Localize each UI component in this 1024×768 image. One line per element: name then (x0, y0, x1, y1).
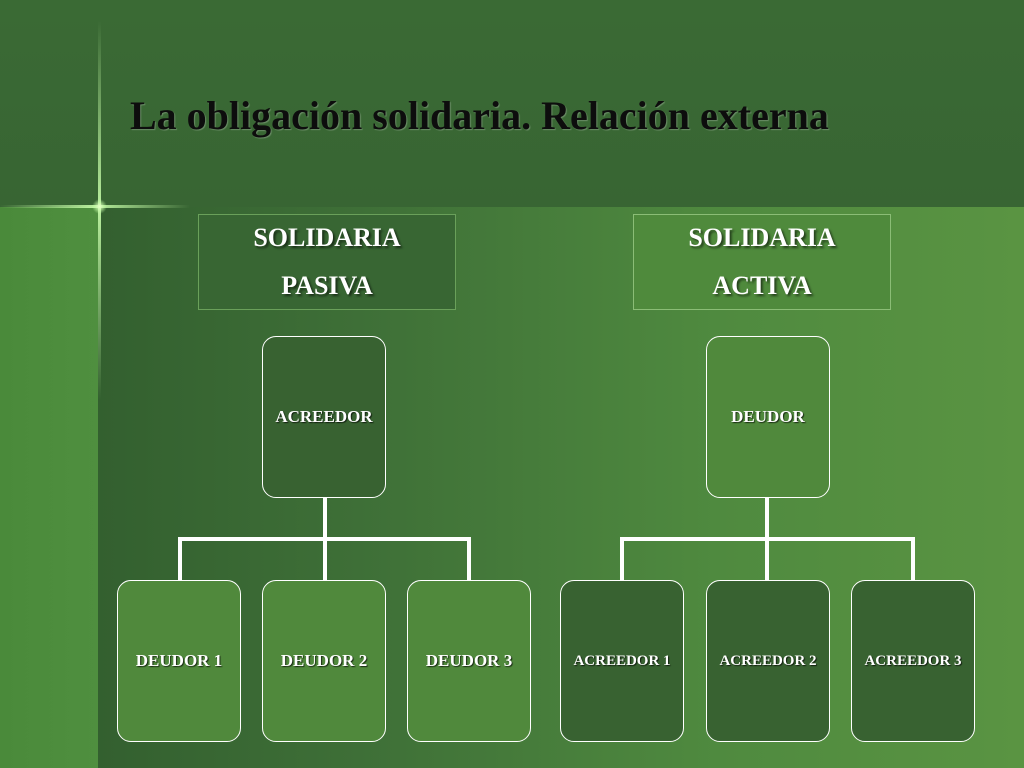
left-decorative-strip (0, 207, 98, 768)
node-acreedor-1: ACREEDOR 1 (560, 580, 684, 742)
node-deudor-2-label: DEUDOR 2 (280, 651, 368, 670)
header-solidaria-pasiva: SOLIDARIA PASIVA (198, 214, 456, 310)
node-deudor-1-label: DEUDOR 1 (135, 651, 223, 670)
node-acreedor-3: ACREEDOR 3 (851, 580, 975, 742)
node-deudor-1: DEUDOR 1 (117, 580, 241, 742)
slide-title: La obligación solidaria. Relación extern… (130, 93, 829, 138)
header-solidaria-activa: SOLIDARIA ACTIVA (633, 214, 891, 310)
node-acreedor-1-label: ACREEDOR 1 (573, 652, 671, 669)
node-acreedor-2: ACREEDOR 2 (706, 580, 830, 742)
node-deudor: DEUDOR (706, 336, 830, 498)
node-deudor-3-label: DEUDOR 3 (425, 651, 513, 670)
node-acreedor: ACREEDOR (262, 336, 386, 498)
node-acreedor-3-label: ACREEDOR 3 (864, 652, 962, 669)
header-left-line1: SOLIDARIA (253, 223, 401, 252)
title-band (0, 0, 1024, 207)
node-deudor-3: DEUDOR 3 (407, 580, 531, 742)
node-acreedor-label: ACREEDOR (275, 407, 373, 426)
sparkle-star-icon (92, 199, 107, 214)
header-left-line2: PASIVA (281, 271, 373, 300)
header-right-line2: ACTIVA (712, 271, 812, 300)
header-right-line1: SOLIDARIA (688, 223, 836, 252)
node-acreedor-2-label: ACREEDOR 2 (719, 652, 817, 669)
node-deudor-2: DEUDOR 2 (262, 580, 386, 742)
node-deudor-label: DEUDOR (731, 407, 805, 426)
